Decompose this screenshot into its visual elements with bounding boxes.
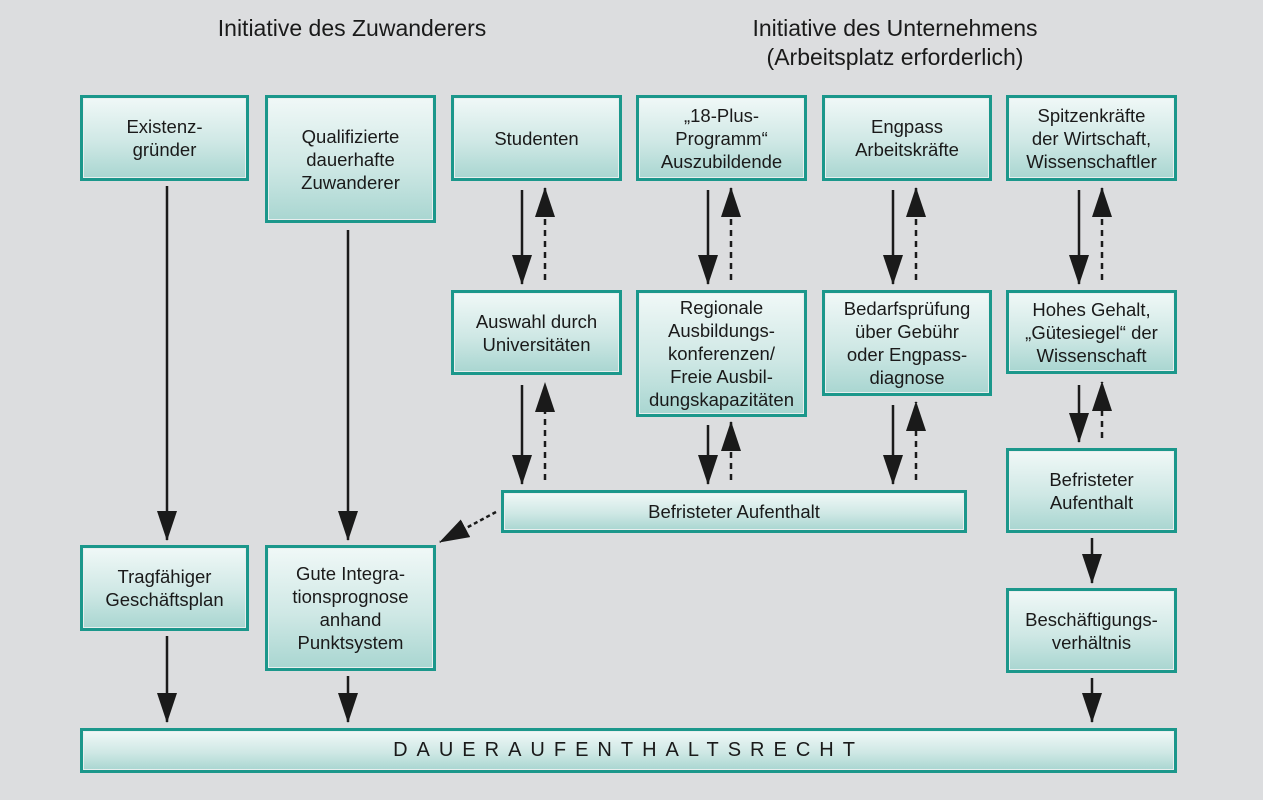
box-18-plus: „18-Plus- Programm“ Auszubildende bbox=[636, 95, 807, 181]
box-beschaeftigung: Beschäftigungs- verhältnis bbox=[1006, 588, 1177, 673]
box-integration: Gute Integra- tionsprognose anhand Punkt… bbox=[265, 545, 436, 671]
box-befristet-right: Befristeter Aufenthalt bbox=[1006, 448, 1177, 533]
title-zuwanderer: Initiative des Zuwanderers bbox=[217, 15, 487, 41]
box-bedarf: Bedarfsprüfung über Gebühr oder Engpass-… bbox=[822, 290, 992, 396]
box-studenten: Studenten bbox=[451, 95, 622, 181]
box-tragfaehig: Tragfähiger Geschäftsplan bbox=[80, 545, 249, 631]
box-spitzenkraefte: Spitzenkräfte der Wirtschaft, Wissenscha… bbox=[1006, 95, 1177, 181]
box-existenzgruender: Existenz- gründer bbox=[80, 95, 249, 181]
box-auswahl: Auswahl durch Universitäten bbox=[451, 290, 622, 375]
box-hohes-gehalt: Hohes Gehalt, „Gütesiegel“ der Wissensch… bbox=[1006, 290, 1177, 374]
box-regionale: Regionale Ausbildungs- konferenzen/ Frei… bbox=[636, 290, 807, 417]
title-unternehmen-line2: (Arbeitsplatz erforderlich) bbox=[766, 44, 1024, 70]
title-unternehmen: Initiative des Unternehmens (Arbeitsplat… bbox=[695, 14, 1095, 72]
arrow-befristet-to-integration bbox=[439, 510, 497, 544]
title-unternehmen-line1: Initiative des Unternehmens bbox=[752, 15, 1038, 41]
box-qualifizierte: Qualifizierte dauerhafte Zuwanderer bbox=[265, 95, 436, 223]
box-daueraufenthaltsrecht: DAUERAUFENTHALTSRECHT bbox=[80, 728, 1177, 773]
box-befristet-wide: Befristeter Aufenthalt bbox=[501, 490, 967, 533]
box-engpass: Engpass Arbeitskräfte bbox=[822, 95, 992, 181]
